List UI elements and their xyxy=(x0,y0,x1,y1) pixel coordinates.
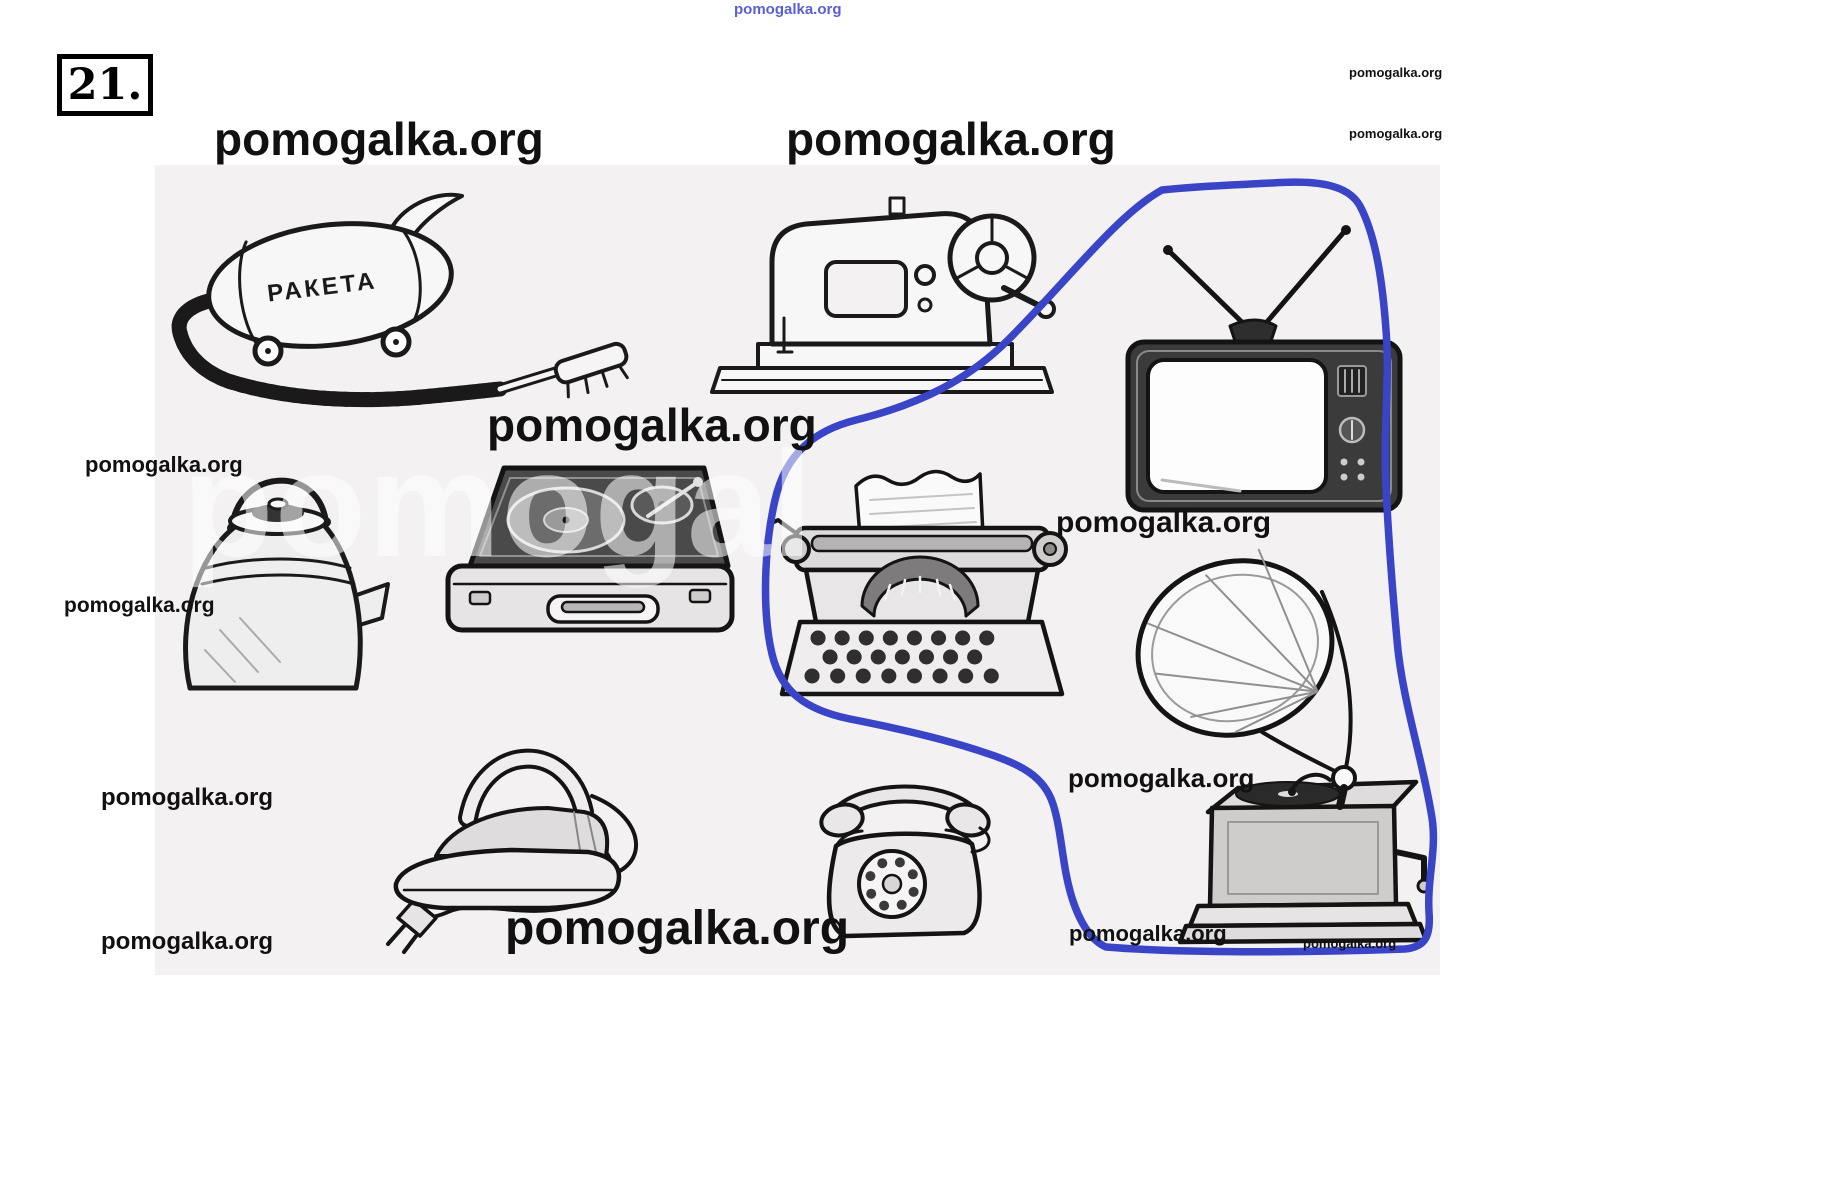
watermark-right-1: pomogalka.org xyxy=(1056,506,1272,539)
exercise-number-box: 21. xyxy=(57,54,153,116)
watermark-large-4: pomogalka.org xyxy=(505,902,850,955)
watermark-left-1: pomogalka.org xyxy=(85,452,243,477)
telephone-illustration xyxy=(819,784,991,939)
ghost-watermark: pomogalka xyxy=(182,420,802,588)
watermark-left-2: pomogalka.org xyxy=(64,594,215,617)
vacuum-brush xyxy=(553,341,629,399)
television-illustration xyxy=(1125,225,1403,513)
watermark-right-2: pomogalka.org xyxy=(1068,763,1255,793)
watermark-bottom-right-1: pomogalka.org xyxy=(1069,921,1227,946)
kettle-illustration xyxy=(183,477,390,691)
watermark-large-2: pomogalka.org xyxy=(786,113,1116,165)
watermark-large-3: pomogalka.org xyxy=(487,399,817,451)
sewing-machine-illustration xyxy=(710,196,1056,394)
typewriter-illustration xyxy=(768,469,1068,697)
gramophone-illustration xyxy=(1135,548,1432,945)
watermark-top-logo: pomogalka.org xyxy=(734,1,842,18)
blue-selection-loop xyxy=(761,178,1438,956)
vacuum-cleaner-illustration: РАКЕТА xyxy=(171,192,629,408)
record-player-illustration xyxy=(445,465,735,633)
watermark-left-4: pomogalka.org xyxy=(101,928,274,955)
iron-illustration xyxy=(386,748,638,954)
watermark-top-right-1: pomogalka.org xyxy=(1349,65,1443,80)
watermark-top-right-2: pomogalka.org xyxy=(1349,126,1443,141)
watermark-large-1: pomogalka.org xyxy=(214,113,544,165)
exercise-number: 21. xyxy=(67,59,143,110)
watermark-left-3: pomogalka.org xyxy=(101,784,274,811)
watermark-bottom-right-2: pomogalka.org xyxy=(1303,936,1397,951)
